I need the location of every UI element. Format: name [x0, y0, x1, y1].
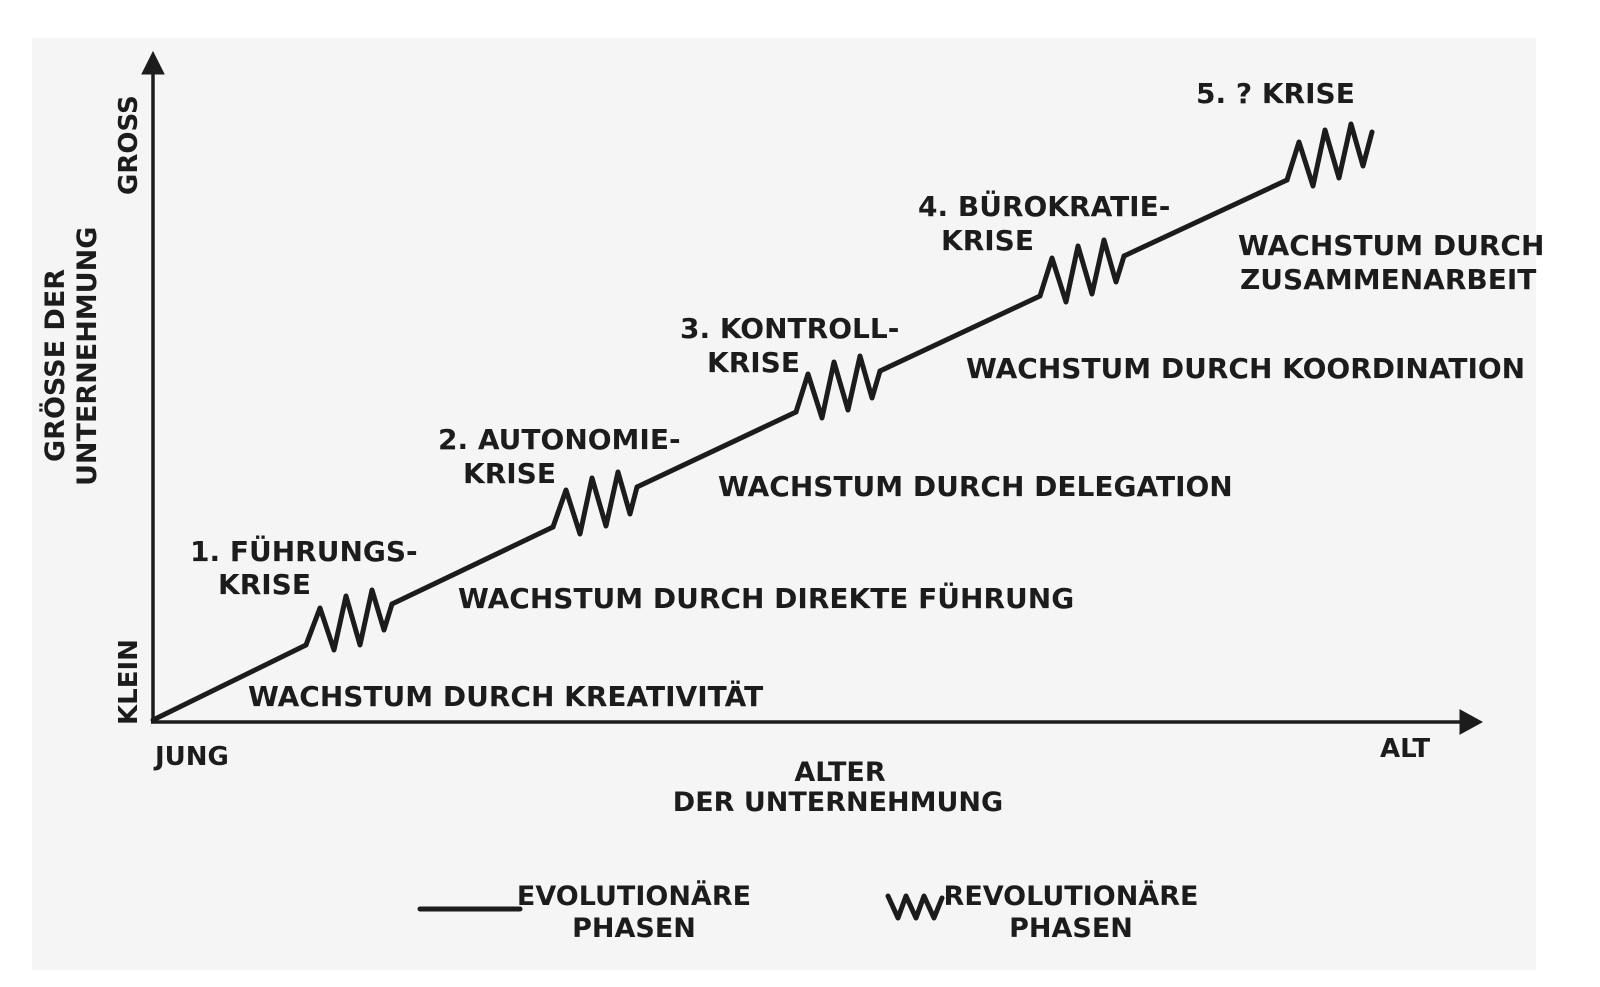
growth-phase-4-label: Wachstum durch Koordination [966, 352, 1525, 385]
evolution-segment-5 [1121, 177, 1290, 259]
axes [141, 50, 1484, 735]
legend: evolutionäre Phasen Revolutionäre Phasen [417, 880, 1199, 944]
y-axis-arrowhead [141, 50, 165, 75]
x-axis-right-label: Alt [1380, 734, 1430, 764]
x-axis-title-line2: der Unternehmung [673, 787, 1003, 818]
legend-evolution-label-line2: Phasen [572, 913, 696, 944]
crisis-5-label-line1: 5. ? Krise [1196, 77, 1355, 110]
y-axis-title-line2: Unternehmung [72, 227, 103, 486]
legend-revolution-label-line1: Revolutionäre [944, 880, 1199, 912]
revolution-zigzag-4 [1037, 237, 1127, 305]
legend-evolution-label-line1: evolutionäre [517, 880, 751, 912]
crisis-4-label-line1: 4. Bürokratie- [918, 189, 1170, 223]
growth-phase-2-label: Wachstum durch direkte Führung [458, 581, 1074, 615]
legend-revolution-label-line2: Phasen [1009, 913, 1133, 944]
crisis-1-label-line1: 1. Führungs- [190, 534, 418, 568]
evolution-segment-4 [877, 293, 1043, 374]
evolution-segment-3 [634, 409, 799, 490]
crisis-3-label-line1: 3. Kontroll- [680, 312, 899, 345]
growth-phase-1-label: Wachstum durch Kreativität [248, 679, 763, 713]
y-axis-bottom-label: Klein [114, 639, 144, 725]
crisis-1-label-line2: krise [218, 568, 311, 601]
growth-phase-5-label-line1: Wachstum durch [1238, 229, 1544, 262]
evolution-segment-1 [150, 642, 309, 723]
revolution-zigzag-3 [793, 353, 883, 421]
revolution-zigzag-5 [1284, 121, 1375, 189]
y-axis-title-line1: Grösse der [38, 269, 71, 462]
diagram-background [32, 38, 1536, 970]
growth-path [150, 121, 1375, 723]
growth-phase-3-label: Wachstum durch Delegation [718, 470, 1233, 503]
crisis-3-label-line2: krise [707, 346, 800, 379]
revolution-zigzag-1 [303, 587, 395, 653]
x-axis-arrowhead [1459, 709, 1484, 735]
x-axis-left-label: Jung [153, 742, 229, 772]
y-axis-top-label: Gross [114, 95, 144, 195]
legend-revolution-zigzag-icon [885, 893, 945, 921]
evolution-segment-2 [389, 524, 556, 607]
crisis-2-label-line2: krise [463, 457, 556, 490]
crisis-4-label-line2: krise [941, 224, 1034, 257]
x-axis-title-line1: Alter [794, 757, 885, 788]
growth-phase-5-label-line2: Zusammenarbeit [1240, 263, 1536, 296]
crisis-2-label-line1: 2. Autonomie- [438, 423, 681, 456]
revolution-zigzag-2 [550, 469, 640, 537]
